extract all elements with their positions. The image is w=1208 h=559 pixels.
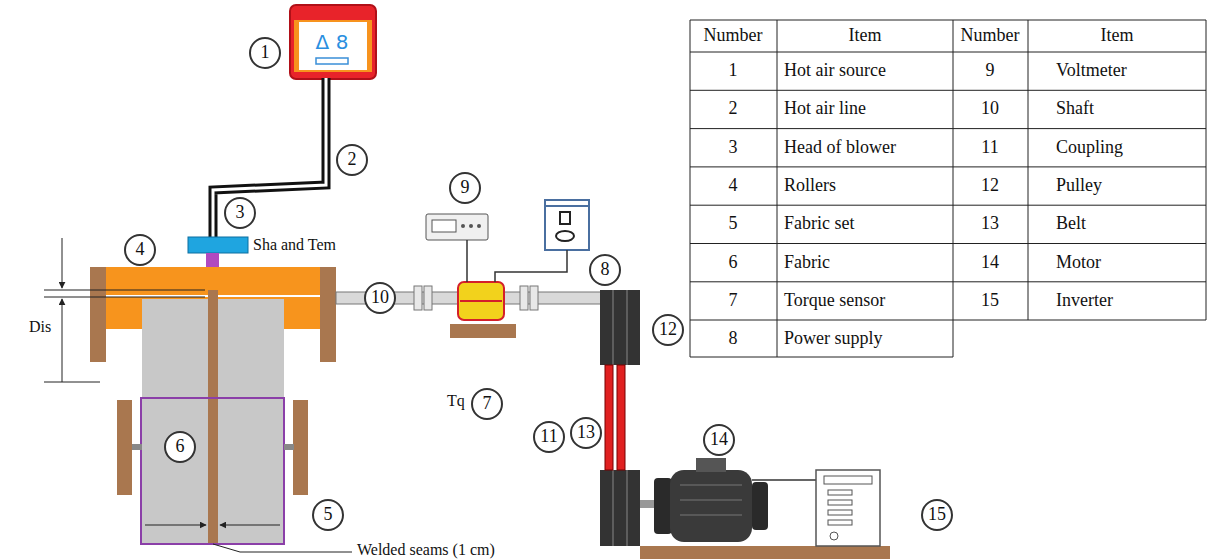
hot-air-source [290, 5, 376, 79]
callout-number: 13 [570, 417, 602, 449]
callout-number: 8 [589, 254, 621, 286]
fabric [117, 290, 308, 544]
callout-number: 2 [336, 144, 368, 176]
table-cell: 12 [981, 176, 999, 196]
table-header: Item [1101, 26, 1134, 46]
table-cell: Hot air line [784, 99, 866, 119]
table-cell: 6 [729, 253, 738, 273]
table-cell: 4 [729, 176, 738, 196]
table-cell: 2 [729, 99, 738, 119]
callout-number: 4 [124, 234, 156, 266]
table-cell: 7 [729, 291, 738, 311]
table-cell: 15 [981, 291, 999, 311]
table-header: Item [849, 26, 882, 46]
callout-number: 9 [449, 172, 481, 204]
hot-air-line [213, 78, 326, 237]
table-cell: Belt [1056, 214, 1086, 234]
table-cell: 5 [729, 214, 738, 234]
table-cell: Hot air source [784, 61, 886, 81]
table-cell: Fabric set [784, 214, 854, 234]
table-cell: Voltmeter [1056, 61, 1127, 81]
table-cell: 13 [981, 214, 999, 234]
callout-number: 15 [921, 499, 953, 531]
callout-number: 1 [249, 37, 281, 69]
table-grid [690, 20, 1206, 357]
table-cell: Coupling [1056, 138, 1123, 158]
table-cell: 14 [981, 253, 999, 273]
callout-number: 3 [224, 197, 256, 229]
table-cell: 8 [729, 329, 738, 349]
callout-number: 14 [703, 424, 735, 456]
inverter [816, 470, 880, 546]
table-cell: Motor [1056, 253, 1101, 273]
voltmeter [426, 214, 488, 282]
table-cell: Power supply [784, 329, 883, 349]
table-cell: Torque sensor [784, 291, 885, 311]
table-cell: Shaft [1056, 99, 1094, 119]
callout-number: 11 [533, 421, 565, 453]
callout-number: 10 [364, 282, 396, 314]
table-cell: Pulley [1056, 176, 1102, 196]
table-header: Number [961, 26, 1020, 46]
table-cell: Head of blower [784, 138, 896, 158]
table-cell: 9 [986, 61, 995, 81]
torque-sensor [450, 282, 516, 338]
seam-label: Welded seams (1 cm) [357, 541, 495, 559]
table-cell: 3 [729, 138, 738, 158]
dimension-label: Dis [28, 318, 52, 336]
belt [605, 365, 625, 470]
callout-number: 7 [471, 388, 503, 420]
table-cell: 1 [729, 61, 738, 81]
callout-number: 6 [164, 431, 196, 463]
motor [640, 458, 890, 559]
distance-dimension [44, 238, 205, 382]
power-supply [495, 200, 589, 282]
part-label: Tq [446, 392, 466, 410]
callout-number: 12 [652, 314, 684, 346]
table-cell: Rollers [784, 176, 836, 196]
table-cell: Inverter [1056, 291, 1113, 311]
part-label: Sha and Tem [252, 236, 337, 254]
table-header: Number [704, 26, 763, 46]
display-reading: Δ 8 [316, 31, 349, 53]
table-cell: Fabric [784, 253, 830, 273]
table-cell: 11 [981, 138, 998, 158]
pulley [600, 290, 640, 546]
callout-number: 5 [312, 499, 344, 531]
table-cell: 10 [981, 99, 999, 119]
